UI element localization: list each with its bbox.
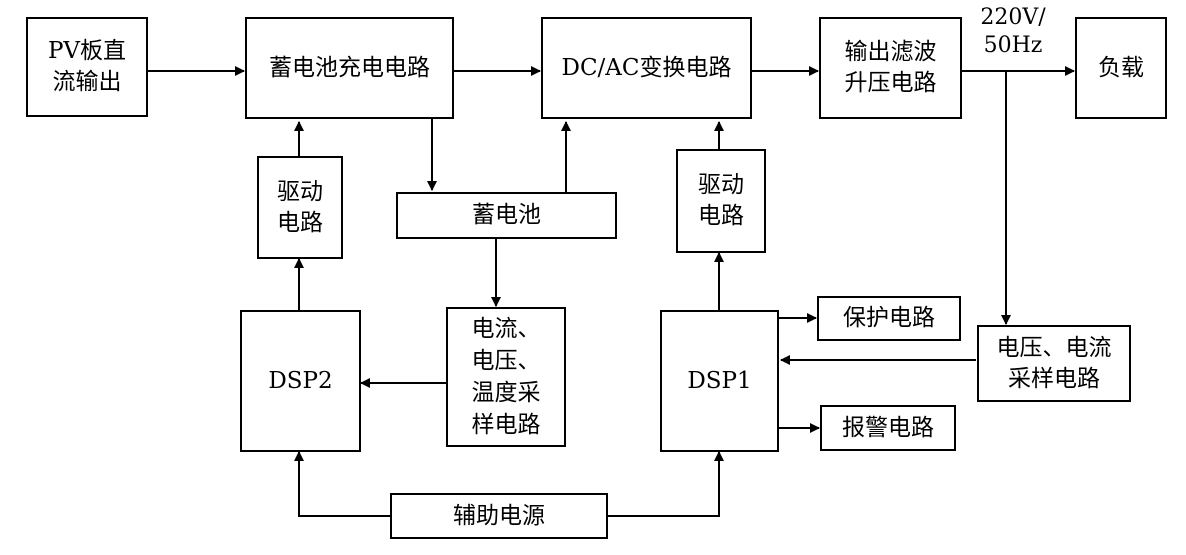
drive-right-block: 驱动 电路 — [676, 149, 766, 253]
drive-left-block: 驱动 电路 — [257, 156, 343, 259]
dsp2-label: DSP2 — [268, 367, 333, 394]
drive-right-line-2: 电路 — [698, 203, 744, 229]
sampling-right-line-2: 采样电路 — [1008, 365, 1100, 392]
output-voltage-line-1: 220V/ — [980, 5, 1046, 30]
arrow-aux-to-dsp1 — [608, 451, 724, 517]
output-voltage-line-2: 50Hz — [983, 33, 1043, 58]
aux-power-label: 辅助电源 — [453, 502, 545, 529]
battery-charge-label: 蓄电池充电电路 — [269, 54, 430, 81]
battery-label: 蓄电池 — [472, 202, 541, 228]
dcac-block: DC/AC变换电路 — [541, 17, 752, 119]
drive-right-line-1: 驱动 — [698, 172, 744, 198]
sampling-right-block: 电压、电流 采样电路 — [977, 325, 1131, 402]
protection-block: 保护电路 — [817, 296, 961, 341]
filter-boost-block: 输出滤波 升压电路 — [819, 17, 962, 119]
pv-output-line-2: 流输出 — [52, 69, 122, 95]
protection-label: 保护电路 — [843, 305, 935, 331]
pv-output-line-1: PV板直 — [47, 38, 127, 64]
sampling-left-line-3: 温度采 — [471, 380, 541, 406]
sampling-left-line-2: 电压、 — [471, 348, 541, 374]
alarm-label: 报警电路 — [842, 414, 934, 441]
pv-output-block: PV板直 流输出 — [26, 17, 148, 117]
dcac-label: DC/AC变换电路 — [561, 54, 732, 81]
aux-power-block: 辅助电源 — [390, 493, 608, 539]
arrow-aux-to-dsp2 — [294, 451, 390, 517]
dsp2-block: DSP2 — [240, 310, 361, 452]
filter-boost-line-2: 升压电路 — [844, 70, 937, 96]
drive-left-line-2: 电路 — [277, 209, 323, 236]
sampling-right-line-1: 电压、电流 — [996, 334, 1112, 361]
load-label: 负载 — [1098, 54, 1144, 81]
dsp1-block: DSP1 — [660, 310, 779, 452]
sampling-left-block: 电流、 电压、 温度采 样电路 — [446, 307, 566, 447]
output-voltage-label: 220V/ 50Hz — [968, 4, 1058, 60]
alarm-block: 报警电路 — [820, 405, 956, 451]
sampling-left-line-1: 电流、 — [471, 316, 541, 342]
load-block: 负载 — [1075, 17, 1167, 119]
filter-boost-line-1: 输出滤波 — [844, 39, 937, 65]
battery-charge-block: 蓄电池充电电路 — [245, 17, 454, 119]
battery-block: 蓄电池 — [396, 192, 617, 239]
drive-left-line-1: 驱动 — [277, 178, 323, 205]
dsp1-label: DSP1 — [687, 367, 752, 394]
sampling-left-line-4: 样电路 — [471, 412, 541, 438]
